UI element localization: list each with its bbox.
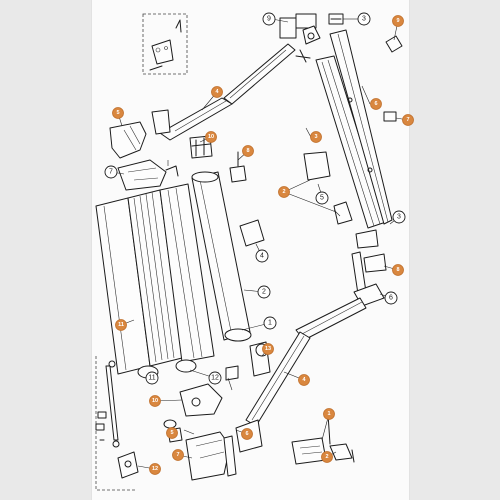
white-callout: 4 <box>255 249 269 263</box>
white-callout-label: 7 <box>109 169 113 176</box>
white-callout: 11 <box>145 371 159 385</box>
white-callout-label: 5 <box>320 195 324 202</box>
white-callout-label: 6 <box>389 295 393 302</box>
orange-callout: 5 <box>112 107 124 119</box>
orange-callout-label: 2 <box>282 189 285 195</box>
white-callout-label: 1 <box>268 320 272 327</box>
orange-callout: 8 <box>242 145 254 157</box>
detail-inset <box>142 13 188 75</box>
orange-callout: 10 <box>149 395 161 407</box>
orange-callout-label: 3 <box>314 134 317 140</box>
white-callout: 3 <box>357 12 371 26</box>
lower-arm-assembly <box>235 229 387 453</box>
orange-callout-label: 8 <box>246 148 249 154</box>
orange-callout: 2 <box>321 451 333 463</box>
white-callout-label: 9 <box>267 16 271 23</box>
motor-and-hardware <box>117 341 271 481</box>
orange-callout-label: 9 <box>396 18 399 24</box>
white-callout: 9 <box>262 12 276 26</box>
orange-callout: 5 <box>166 427 178 439</box>
orange-callout: 7 <box>172 449 184 461</box>
orange-callout: 10 <box>205 131 217 143</box>
orange-callout: 13 <box>262 343 274 355</box>
remote-control <box>291 413 355 465</box>
orange-callout-label: 13 <box>265 346 271 352</box>
orange-callout: 12 <box>149 463 161 475</box>
orange-callout-label: 6 <box>245 431 248 437</box>
orange-callout: 9 <box>392 15 404 27</box>
orange-callout: 4 <box>298 374 310 386</box>
orange-callout-label: 7 <box>406 117 409 123</box>
rod-inset <box>95 356 136 491</box>
orange-callout-label: 2 <box>325 454 328 460</box>
orange-callout: 4 <box>211 86 223 98</box>
orange-callout-label: 11 <box>118 322 124 328</box>
white-callout-label: 11 <box>148 375 155 382</box>
orange-callout: 2 <box>278 186 290 198</box>
orange-callout: 11 <box>115 319 127 331</box>
left-end-caps <box>117 135 353 225</box>
white-callout: 3 <box>392 210 406 224</box>
orange-callout-label: 4 <box>215 89 219 95</box>
upper-arm-assembly <box>109 13 344 159</box>
orange-callout-label: 1 <box>327 411 330 417</box>
white-callout: 2 <box>257 285 271 299</box>
orange-callout: 8 <box>392 264 404 276</box>
white-callout-label: 12 <box>211 375 219 382</box>
white-callout: 5 <box>315 191 329 205</box>
orange-callout: 3 <box>310 131 322 143</box>
orange-callout: 6 <box>370 98 382 110</box>
orange-callout-label: 12 <box>152 466 158 472</box>
right-profile <box>315 29 403 229</box>
white-callout: 7 <box>104 165 118 179</box>
white-callout-label: 2 <box>262 289 266 296</box>
orange-callout: 7 <box>402 114 414 126</box>
orange-callout-label: 6 <box>374 101 377 107</box>
white-callout: 6 <box>384 291 398 305</box>
white-callout: 1 <box>263 316 277 330</box>
orange-callout: 6 <box>241 428 253 440</box>
roller-tubes <box>95 171 265 379</box>
orange-callout: 1 <box>323 408 335 420</box>
white-callout-label: 3 <box>397 214 401 221</box>
white-callout: 12 <box>208 371 222 385</box>
orange-callout-label: 7 <box>176 452 179 458</box>
white-callout-label: 4 <box>260 253 264 260</box>
orange-callout-label: 8 <box>396 267 399 273</box>
orange-callout-label: 5 <box>116 110 119 116</box>
orange-callout-label: 10 <box>152 398 158 404</box>
orange-callout-label: 4 <box>302 377 306 383</box>
orange-callout-label: 10 <box>208 134 214 140</box>
orange-callout-label: 5 <box>170 430 173 436</box>
white-callout-label: 3 <box>362 16 366 23</box>
